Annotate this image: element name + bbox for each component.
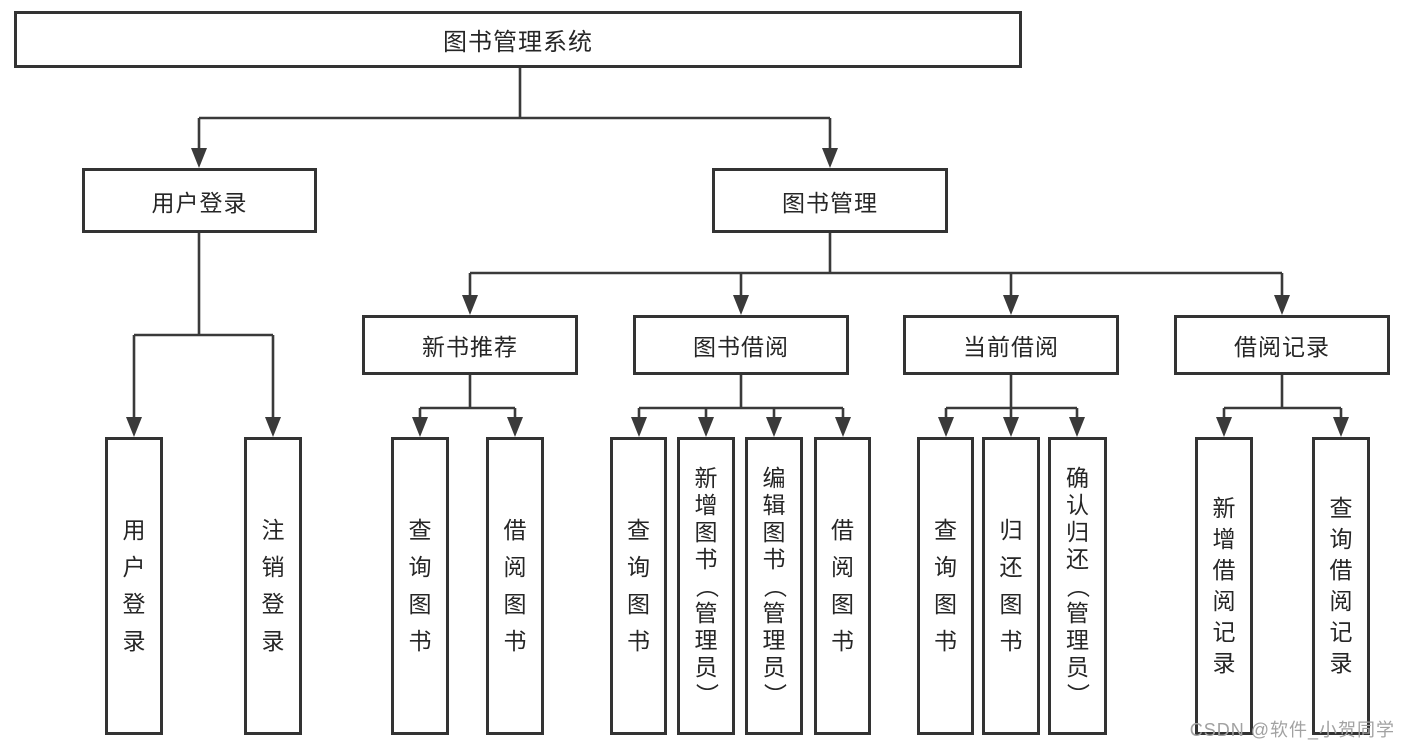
- node-leaf-user-login: 用户登录: [105, 437, 163, 735]
- connector-root-to-level1: [191, 68, 838, 168]
- node-leaf-logout: 注销登录: [244, 437, 302, 735]
- node-bb-add-books: 新增图书（管理员）: [677, 437, 735, 735]
- node-cb-query-books: 查询图书: [917, 437, 974, 735]
- node-book-management: 图书管理: [712, 168, 948, 233]
- connector-book-borrow-children: [631, 375, 851, 437]
- node-borrow-records: 借阅记录: [1174, 315, 1390, 375]
- node-rec-borrow-books: 借阅图书: [486, 437, 544, 735]
- node-bb-edit-books: 编辑图书（管理员）: [745, 437, 803, 735]
- node-rec-query-books: 查询图书: [391, 437, 449, 735]
- node-bb-borrow-books: 借阅图书: [814, 437, 871, 735]
- connector-book-management-children: [462, 233, 1290, 315]
- connector-borrow-records-children: [1216, 375, 1349, 437]
- node-root: 图书管理系统: [14, 11, 1022, 68]
- node-bb-query-books: 查询图书: [610, 437, 667, 735]
- node-user-login: 用户登录: [82, 168, 317, 233]
- connector-user-login-children: [126, 233, 281, 437]
- node-br-add-record: 新增借阅记录: [1195, 437, 1253, 735]
- connector-current-borrow-children: [938, 375, 1085, 437]
- node-book-borrow: 图书借阅: [633, 315, 849, 375]
- node-cb-confirm-return: 确认归还（管理员）: [1048, 437, 1107, 735]
- node-new-book-recommendation: 新书推荐: [362, 315, 578, 375]
- node-br-query-record: 查询借阅记录: [1312, 437, 1370, 735]
- connector-new-book-rec-children: [412, 375, 523, 437]
- node-cb-return-books: 归还图书: [982, 437, 1040, 735]
- csdn-watermark: CSDN @软件_小贺同学: [1189, 720, 1395, 740]
- node-current-borrow: 当前借阅: [903, 315, 1119, 375]
